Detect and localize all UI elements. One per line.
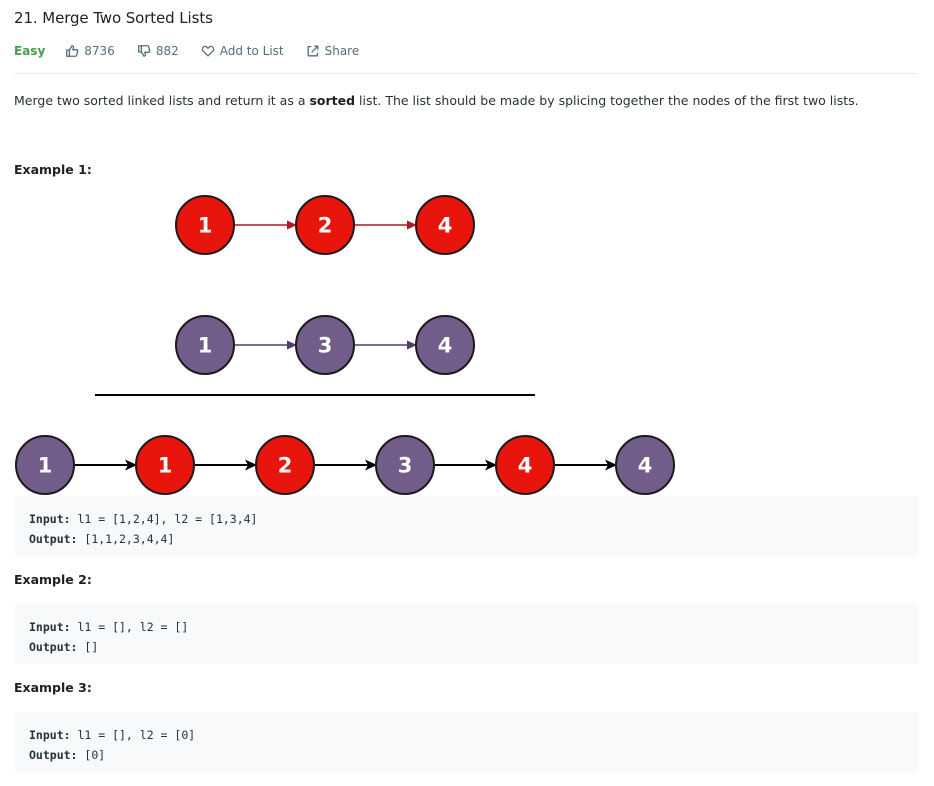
output-label: Output: xyxy=(29,640,78,654)
input-label: Input: xyxy=(29,512,71,526)
merged-list-nodes: 1 1 2 3 4 4 xyxy=(15,435,675,495)
list-1-nodes: 1 2 4 xyxy=(175,195,475,255)
list-node-value: 2 xyxy=(318,214,333,238)
problem-meta-bar: Easy 8736 882 Add to List Share xyxy=(14,42,381,60)
list-node-value: 1 xyxy=(198,214,213,238)
example-3-heading: Example 3: xyxy=(14,680,92,695)
input-label: Input: xyxy=(29,728,71,742)
merge-diagram: 1 2 4 1 3 4 1 1 2 3 4 4 xyxy=(15,195,675,495)
list-node-value: 3 xyxy=(398,454,413,478)
like-button[interactable]: 8736 xyxy=(65,44,115,58)
list-node xyxy=(415,195,475,255)
example-1-code: Input: l1 = [1,2,4], l2 = [1,3,4] Output… xyxy=(14,496,918,556)
list-node xyxy=(175,315,235,375)
problem-title: 21. Merge Two Sorted Lists xyxy=(14,9,213,27)
problem-description: Merge two sorted linked lists and return… xyxy=(14,91,859,111)
thumbs-up-icon xyxy=(66,45,79,57)
list-node xyxy=(415,315,475,375)
description-text-bold: sorted xyxy=(309,93,356,108)
list-node-value: 1 xyxy=(158,454,173,478)
list-2-nodes: 1 3 4 xyxy=(175,315,475,375)
header-divider xyxy=(14,73,918,74)
list-node xyxy=(295,315,355,375)
add-to-list-label: Add to List xyxy=(219,44,284,58)
list-node-value: 2 xyxy=(278,454,293,478)
input-value: l1 = [], l2 = [] xyxy=(70,620,189,634)
list-node-value: 1 xyxy=(38,454,53,478)
output-value: [1,1,2,3,4,4] xyxy=(77,532,175,546)
heart-icon xyxy=(201,45,214,57)
list-node xyxy=(295,195,355,255)
list-node xyxy=(495,435,555,495)
list-node-value: 3 xyxy=(318,334,333,358)
share-label: Share xyxy=(324,44,360,58)
example-1-heading: Example 1: xyxy=(14,162,92,177)
output-value: [0] xyxy=(77,748,106,762)
input-label: Input: xyxy=(29,620,71,634)
list-node xyxy=(255,435,315,495)
output-value: [] xyxy=(77,640,99,654)
like-count: 8736 xyxy=(84,44,115,58)
list-node-value: 4 xyxy=(518,454,533,478)
example-3-code: Input: l1 = [], l2 = [0] Output: [0] xyxy=(14,712,918,772)
thumbs-down-icon xyxy=(137,45,151,57)
example-2-code: Input: l1 = [], l2 = [] Output: [] xyxy=(14,604,918,664)
add-to-list-button[interactable]: Add to List xyxy=(201,44,284,58)
output-label: Output: xyxy=(29,532,78,546)
list-node xyxy=(135,435,195,495)
share-button[interactable]: Share xyxy=(306,44,360,58)
input-value: l1 = [], l2 = [0] xyxy=(70,728,196,742)
dislike-count: 882 xyxy=(155,44,179,58)
list-node-value: 4 xyxy=(438,214,453,238)
list-node-value: 4 xyxy=(438,334,453,358)
description-text-after: list. The list should be made by splicin… xyxy=(355,93,859,108)
output-label: Output: xyxy=(29,748,78,762)
description-text-before: Merge two sorted linked lists and return… xyxy=(14,93,310,108)
example-2-heading: Example 2: xyxy=(14,572,92,587)
list-node xyxy=(175,195,235,255)
list-node xyxy=(615,435,675,495)
difficulty-badge: Easy xyxy=(14,44,46,58)
list-node-value: 1 xyxy=(198,334,213,358)
dislike-button[interactable]: 882 xyxy=(137,44,179,58)
share-icon xyxy=(307,45,319,57)
list-node xyxy=(15,435,75,495)
list-node xyxy=(375,435,435,495)
input-value: l1 = [1,2,4], l2 = [1,3,4] xyxy=(70,512,258,526)
list-node-value: 4 xyxy=(638,454,653,478)
